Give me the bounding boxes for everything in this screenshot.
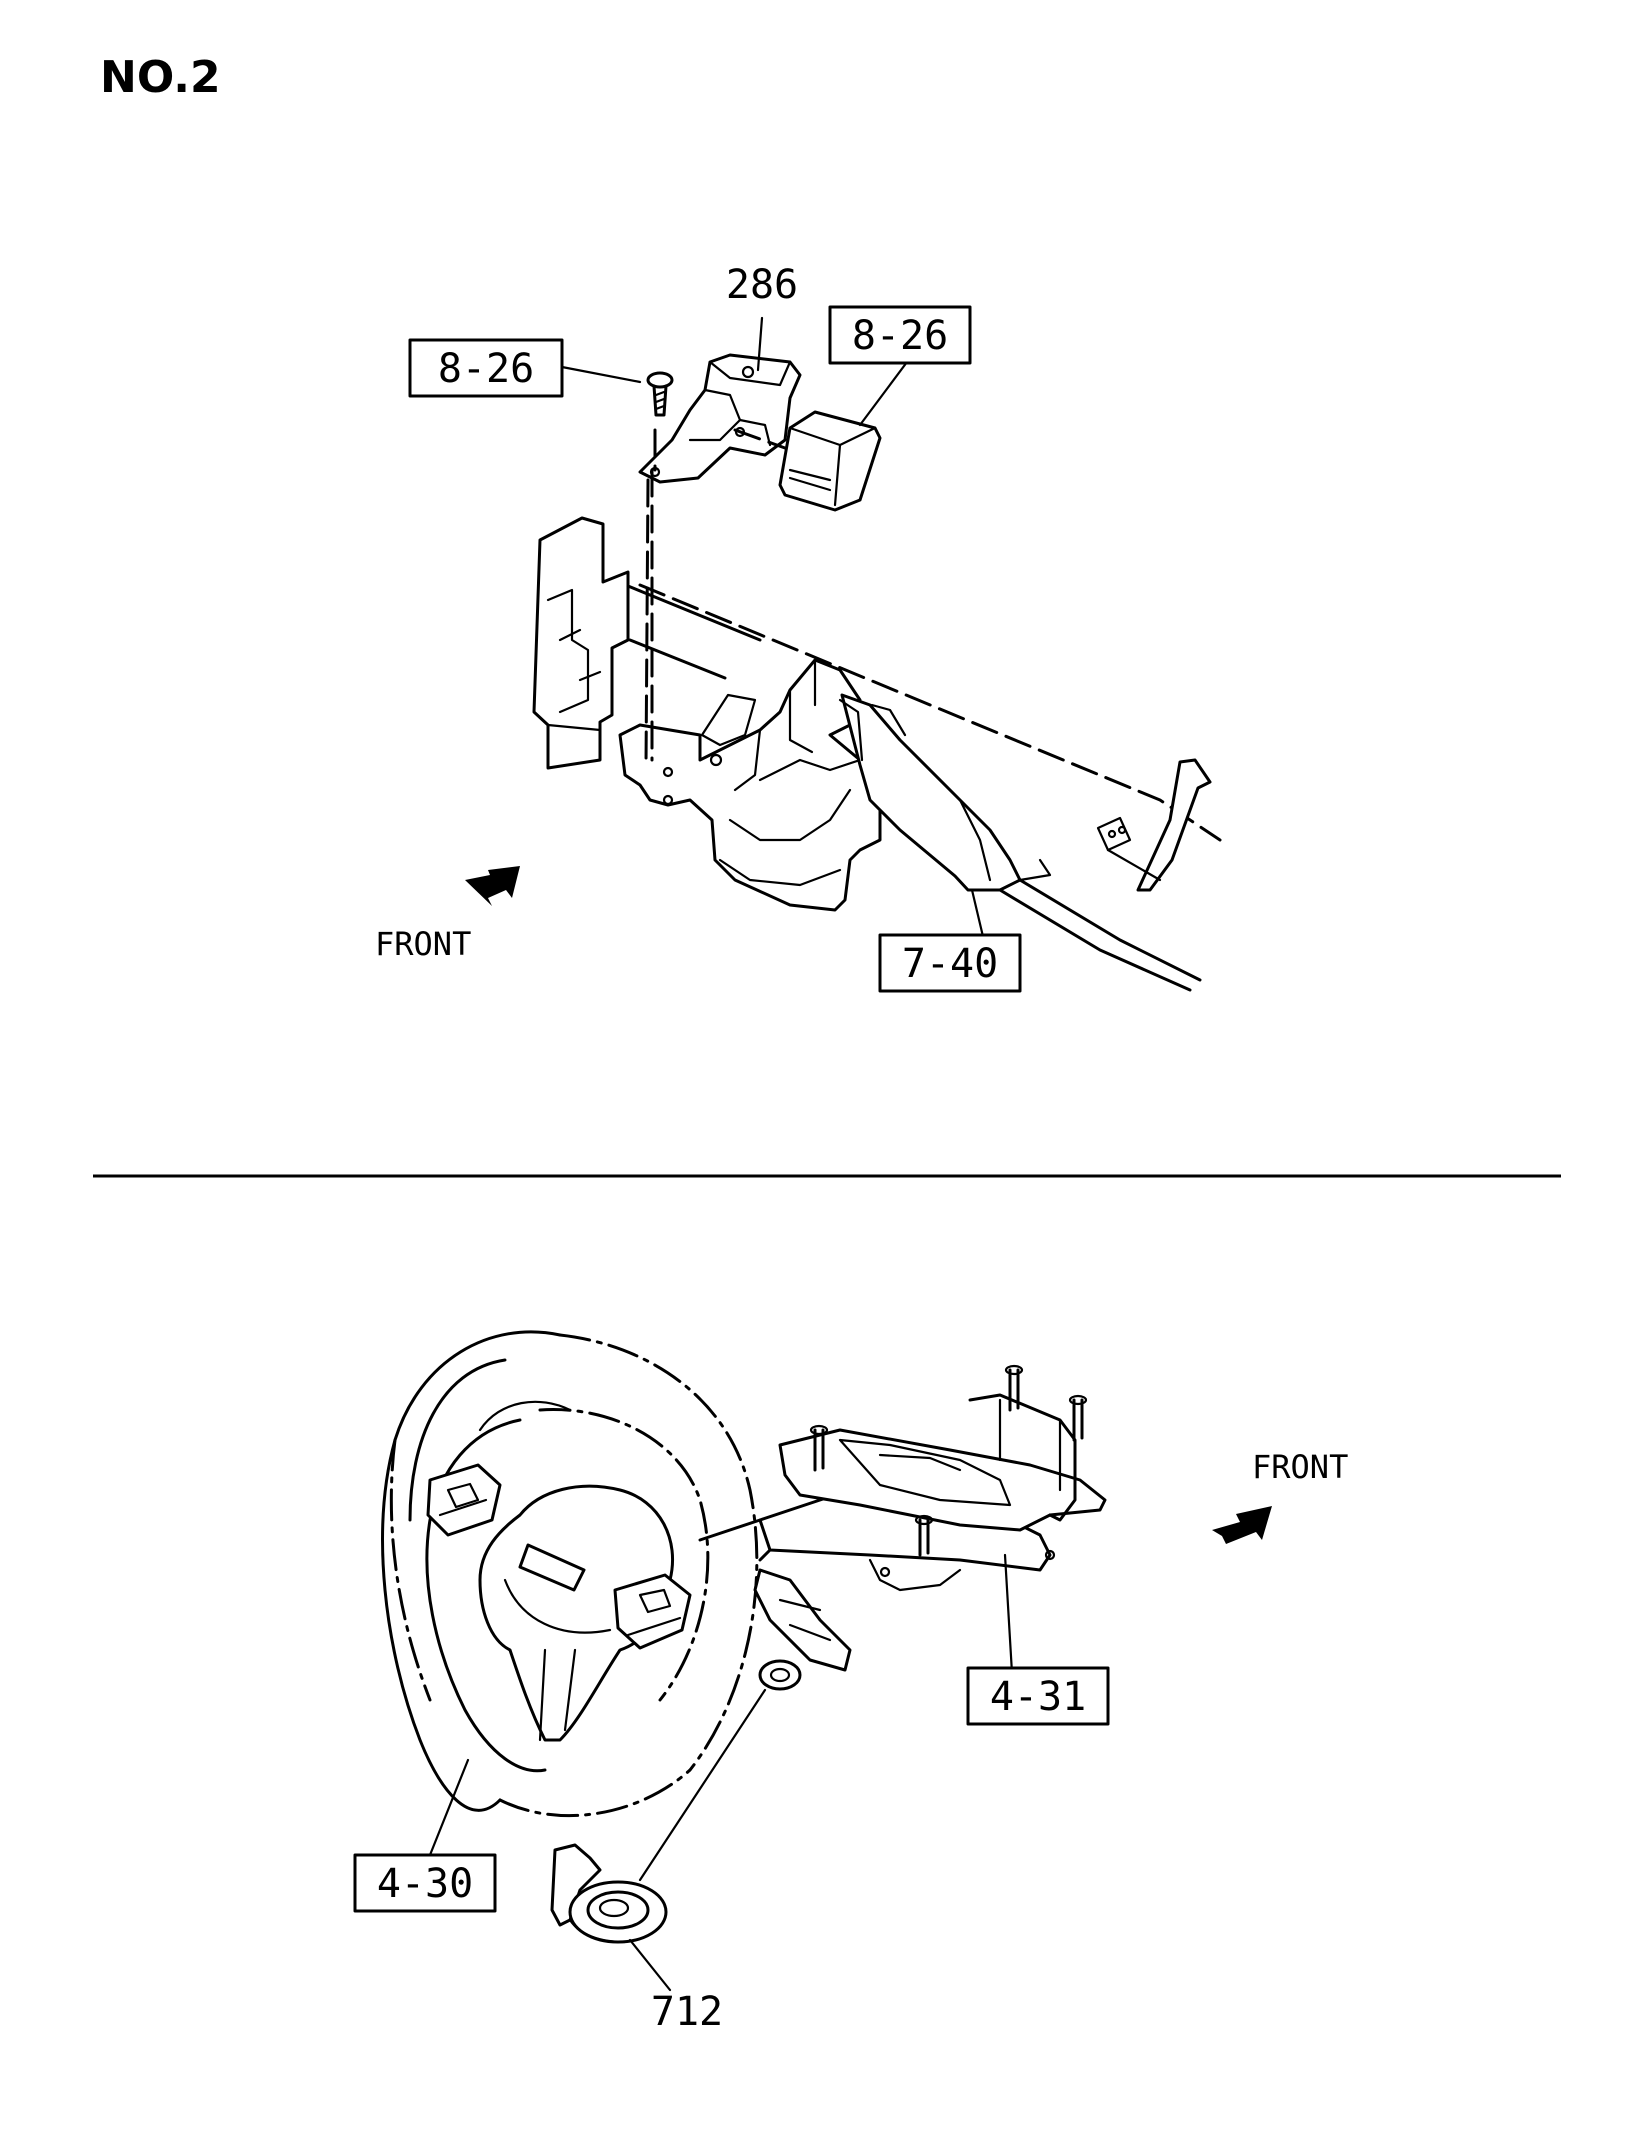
- bottom-view: 4-30 4-31 712 FRONT: [353, 1330, 1348, 2035]
- front-arrow-icon: [1212, 1506, 1272, 1544]
- callout-text: 8-26: [852, 313, 948, 359]
- front-arrow-icon: [465, 866, 520, 906]
- bolt: [644, 371, 674, 767]
- steering-support-member: [532, 516, 1222, 992]
- callout-8-26-right: 8-26: [828, 305, 972, 365]
- switch-712: [550, 1843, 668, 1944]
- leader-module: [858, 356, 912, 427]
- front-label-bottom: FRONT: [1252, 1448, 1348, 1486]
- front-label-top: FRONT: [375, 925, 471, 963]
- steering-column-4-31: [698, 1364, 1107, 1691]
- top-view: 8-26 286 8-26 7-40 FRONT: [375, 262, 1222, 993]
- callout-7-40: 7-40: [878, 933, 1022, 993]
- callout-text: 4-30: [377, 1861, 473, 1907]
- sheet-number: NO.2: [100, 52, 221, 103]
- leader-712: [628, 1938, 672, 1992]
- callout-text: 7-40: [902, 941, 998, 987]
- callout-286: 286: [726, 262, 798, 308]
- leader-bolt: [560, 365, 642, 384]
- callout-text: 4-31: [990, 1674, 1086, 1720]
- steering-wheel: [381, 1330, 759, 1818]
- callout-text: 8-26: [438, 346, 534, 392]
- callout-8-26-left: 8-26: [408, 338, 564, 398]
- leader-286: [756, 316, 764, 372]
- electronic-module: [733, 410, 882, 512]
- callout-712: 712: [651, 1989, 723, 2035]
- callout-4-30: 4-30: [353, 1853, 497, 1913]
- callout-4-31: 4-31: [966, 1666, 1110, 1726]
- bracket-286: [638, 353, 802, 484]
- leader-712-column: [638, 1688, 767, 1882]
